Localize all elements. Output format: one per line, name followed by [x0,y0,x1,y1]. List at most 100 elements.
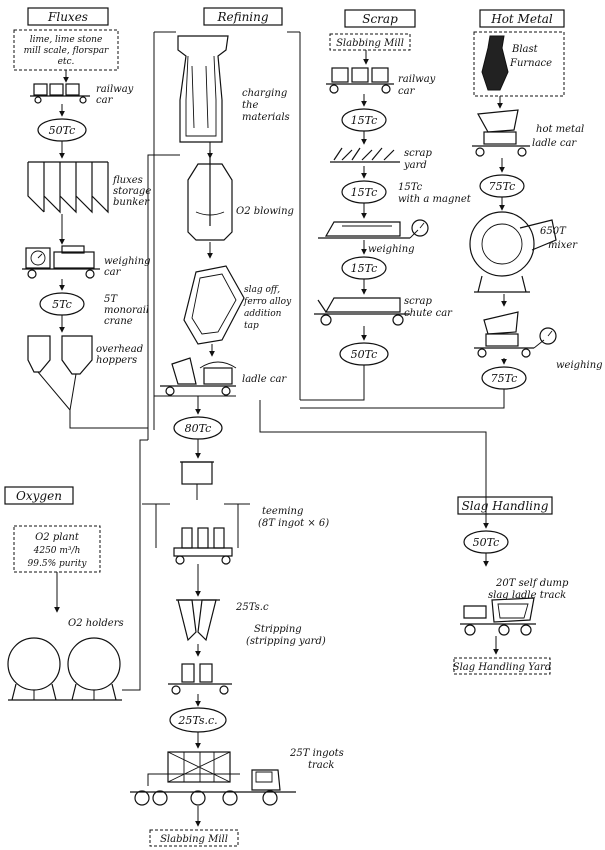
slag-crane-capacity: 50Tc [473,536,500,549]
ingot-track-label2: track [308,760,334,771]
scrap-weighing: weighing [318,220,428,255]
hot-metal-crane2-capacity: 75Tc [491,372,518,385]
header-hot-metal-label: Hot Metal [490,12,553,26]
header-slag-handling: Slag Handling [458,497,552,514]
fluxes-hoppers-label1: overhead [96,344,143,355]
hot-metal-ladle-label1: hot metal [536,124,584,135]
fluxes-monorail-capacity: 5Tc [52,298,72,311]
refining-destination-label: Slabbing Mill [160,834,228,845]
scrap-railway-car: railway car [326,68,436,97]
o2-to-converter-line [122,440,148,690]
hot-metal-to-converter-line [300,389,504,408]
fluxes-monorail-label2: monorail [104,305,149,316]
o2-plant-box: O2 plant 4250 m³/h 99.5% purity [14,526,100,572]
header-oxygen-label: Oxygen [16,489,62,503]
scrap-weighing-label: weighing [368,244,415,255]
ladle-car-label: ladle car [242,374,287,385]
header-slag-handling-label: Slag Handling [462,499,549,513]
blast-furnace-label1: Blast [511,44,539,55]
fluxes-railway-car: railway car [30,84,134,106]
refining-crane-capacity: 80Tc [185,422,212,435]
ingot-track-label1: 25T ingots [289,748,344,759]
slag-yard-label: Slag Handling Yard [453,662,552,673]
yard-crane-25tsc: 25Ts.c. [170,708,226,732]
charging-label1: charging [242,88,287,99]
fluxes-weighing-car: weighing car [22,246,151,278]
o2-plant-label2: 4250 m³/h [33,546,81,556]
scrap-crane4-capacity: 50Tc [351,348,378,361]
fluxes-bunker-label2: storage [113,186,151,197]
scrap-source-box: Slabbing Mill [330,34,410,50]
ladle-car: ladle car [160,358,287,395]
o2-plant-label1: O2 plant [35,532,80,543]
stripping-yard-car [168,664,232,694]
scrap-chute-label2: chute car [404,308,453,319]
header-scrap-label: Scrap [362,12,398,26]
fluxes-weighing-label2: car [104,267,122,278]
refining-destination-slabbing-mill: Slabbing Mill [150,830,238,846]
refining-crane-80tc: 80Tc [174,417,222,439]
fluxes-source-box: lime, lime stone mill scale, florspar et… [14,30,118,70]
slag-truck-label1: 20T self dump [495,578,569,589]
header-fluxes-label: Fluxes [47,10,88,24]
scrap-crane1-capacity: 15Tc [351,114,378,127]
teeming-label1: teeming [262,506,303,517]
scrap-chute-label1: scrap [404,296,432,307]
tapping-label2: ferro alloy [243,297,292,307]
charging-label2: the [242,100,258,111]
fluxes-crane-capacity: 50Tc [49,124,76,137]
scrap-crane-1: 15Tc [342,109,386,131]
slag-ladle-truck: 20T self dump slag ladle track [460,578,569,635]
fluxes-monorail-label1: 5T [104,294,118,305]
fluxes-storage-bunker: fluxes storage bunker [28,162,151,212]
header-scrap: Scrap [345,10,415,27]
header-refining-label: Refining [216,10,268,24]
slag-crane: 50Tc [464,531,508,553]
scrap-source-label: Slabbing Mill [336,38,404,49]
fluxes-bunker-label1: fluxes [112,175,143,186]
fluxes-monorail-label3: crane [104,316,133,327]
mixer-label2: mixer [548,240,578,251]
scrap-crane-4: 50Tc [340,343,388,365]
fluxes-hoppers-label2: hoppers [96,355,137,366]
scrap-yard: scrap yard [330,148,432,171]
blowing-label: O2 blowing [236,206,294,217]
stripping-capacity: 25Ts.c [235,602,269,613]
tapping-label4: tap [244,321,259,331]
stripping-label2: (stripping yard) [246,636,326,647]
fluxes-source-line3: etc. [58,57,75,67]
slag-handling-yard: Slag Handling Yard [453,658,552,674]
scrap-yard-label1: scrap [404,148,432,159]
fluxes-source-line2: mill scale, florspar [24,46,109,56]
scrap-to-converter-line [300,365,364,400]
hot-metal-ladle-label2: ladle car [532,138,577,149]
hot-metal-crane-2: 75Tc [482,367,526,389]
header-hot-metal: Hot Metal [480,10,564,27]
hot-metal-weighing-label: weighing [556,360,603,371]
converter-charging: charging the materials [178,36,290,142]
charging-label3: materials [242,112,290,123]
fluxes-railway-label1: railway [96,84,134,95]
header-fluxes: Fluxes [28,8,108,25]
hot-metal-crane1-capacity: 75Tc [489,180,516,193]
fluxes-source-line1: lime, lime stone [30,35,103,45]
converter-tapping: slag off, ferro alloy addition tap [184,266,292,344]
scrap-magnet-label1: 15Tc [398,182,423,193]
scrap-railway-label1: railway [398,74,436,85]
tapping-label1: slag off, [244,285,280,295]
mixer-label1: 650T [540,226,567,237]
scrap-crane-3: 15Tc [342,257,386,279]
scrap-yard-label2: yard [403,160,427,171]
blast-furnace-label2: Furnace [509,58,552,69]
hot-metal-crane-1: 75Tc [480,175,524,197]
hot-metal-ladle-car: hot metal ladle car [472,110,584,156]
fluxes-railway-label2: car [96,95,114,106]
stripping-label1: Stripping [254,624,302,635]
fluxes-overhead-hoppers: overhead hoppers [28,336,143,410]
stripping-crane: 25Ts.c Stripping (stripping yard) [176,600,326,647]
hot-metal-mixer: 650T mixer [470,212,578,292]
yard-crane-capacity: 25Ts.c. [177,714,217,727]
fluxes-weighing-label1: weighing [104,256,151,267]
converter-o2-blowing: O2 blowing [188,150,294,240]
